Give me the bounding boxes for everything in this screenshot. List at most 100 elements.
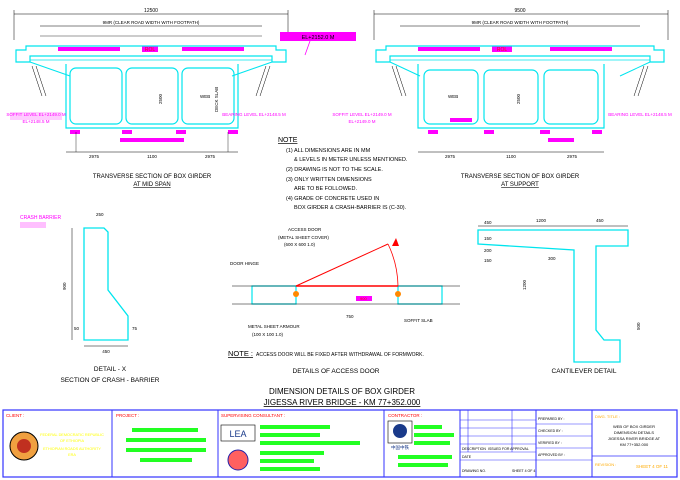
cant-dim-tall: 1200 [522, 279, 527, 290]
cant-dim-top-2: 450 [596, 218, 604, 223]
revision-label: REVISION : [595, 462, 616, 467]
section-mid-span: 12500 9MR (CLEAR ROAD WIDTH WITH FOOTPAT… [6, 8, 356, 188]
role-verified: VERIFIED BY : [538, 441, 562, 445]
support-dim-2: 1100 [506, 154, 516, 159]
contractor-logo-text: 中国中铁 [391, 444, 409, 451]
section-support: 9500 9MR (CLEAR ROAD WIDTH WITH FOOTPATH… [332, 8, 672, 188]
consultant-logo-text: LEA [229, 429, 246, 439]
client-label: CLIENT : [6, 413, 24, 418]
access-door-detail: ACCESS DOOR (METAL SHEET COVER) (600 X 6… [228, 227, 460, 375]
note-line-2: & LEVELS IN METER UNLESS MENTIONED. [294, 157, 408, 163]
client-text-3: ETHIOPIAN ROADS AUTHORITY [43, 447, 101, 451]
drawing-title-line-2: JIGESSA RIVER BRIDGE - KM 77+352.000 [264, 398, 421, 407]
door-armour-label-2: (100 X 100 1.0) [252, 332, 284, 337]
mid-dim-2: 1100 [147, 154, 157, 159]
support-overall-dim: 9500 [514, 8, 525, 14]
sheet-info: SHEET 4 OF 4 [512, 469, 535, 473]
note-line-4: (3) ONLY WRITTEN DIMENSIONS [286, 177, 372, 183]
client-text-1: FEDERAL DEMOCRATIC REPUBLIC [40, 433, 104, 437]
dwg-title-3: JIGESSA RIVER BRIDGE AT [608, 436, 661, 441]
mid-dim-3: 2975 [205, 154, 216, 159]
mid-overall-dim: 12500 [144, 8, 158, 14]
role-checked: CHECKED BY : [538, 429, 563, 433]
title-block: CLIENT : FEDERAL DEMOCRATIC REPUBLIC OF … [2, 409, 678, 478]
door-note-head: NOTE : [228, 349, 253, 358]
cant-dim-left-3: 200 [484, 248, 492, 253]
detail-x: CRASH BARRIER 250 900 50 75 450 DETAIL -… [20, 212, 160, 384]
door-dim: 750 [346, 314, 354, 319]
mid-deck-label: DECK SLAB [214, 87, 219, 112]
door-label: ACCESS DOOR [288, 227, 322, 232]
client-text-2: OF ETHIOPIA [60, 439, 85, 443]
note-line-7: BOX GIRDER & CRASH-BARRIER IS (C-30). [294, 205, 407, 211]
support-dim-1: 2975 [445, 154, 456, 159]
door-hinge-label: DOOR HINGE [230, 261, 259, 266]
door-title: DETAILS OF ACCESS DOOR [293, 368, 380, 375]
mid-soffit-label: SOFFIT LEVEL EL+2149.0 M [6, 112, 65, 117]
drawing-title-line-1: DIMENSION DETAILS OF BOX GIRDER [269, 387, 415, 396]
door-soffit-label: SOFFIT SLAB [404, 318, 433, 323]
support-title-2: AT SUPPORT [501, 182, 539, 188]
drawing-title: DIMENSION DETAILS OF BOX GIRDER JIGESSA … [264, 387, 421, 407]
client-text-4: ERA [68, 453, 76, 457]
contractor-label: CONTRACTOR : [388, 413, 422, 418]
mid-elevation-badge [280, 32, 356, 41]
note-line-3: (2) DRAWING IS NOT TO THE SCALE. [286, 167, 383, 173]
drawing-no-label: DRAWING NO. [462, 469, 486, 473]
detail-x-dim-top: 250 [96, 212, 104, 217]
note-heading: NOTE [278, 137, 298, 144]
date-label: DATE [462, 455, 472, 459]
support-road-width: 9MR (CLEAR ROAD WIDTH WITH FOOTPATH) [472, 20, 569, 25]
mid-title-1: TRANSVERSE SECTION OF BOX GIRDER [93, 174, 212, 180]
detail-x-dim-base: 450 [102, 349, 110, 354]
mid-depth-label: 2500 [158, 93, 163, 104]
svg-text:EL+2149.0 M: EL+2149.0 M [349, 119, 376, 124]
role-prepared: PREPARED BY : [538, 417, 565, 421]
mid-title-2: AT MID SPAN [133, 182, 170, 188]
cant-dim-left-4: 150 [484, 258, 492, 263]
revision-desc-hdr: DESCRIPTION [462, 447, 486, 451]
door-armour-label-1: METAL SHEET ARMOUR [248, 324, 300, 329]
support-web-label: WEB [448, 94, 458, 99]
detail-x-label: CRASH BARRIER [20, 215, 62, 221]
detail-x-dim-a: 50 [74, 326, 80, 331]
svg-text:EL+2148.5 M: EL+2148.5 M [23, 119, 50, 124]
support-rol-label: ROL [497, 47, 508, 53]
detail-x-title-1: DETAIL - X [94, 366, 127, 373]
note-line-5: ARE TO BE FOLLOWED. [294, 186, 358, 192]
mid-dim-1: 2975 [89, 154, 100, 159]
detail-x-title-2: SECTION OF CRASH - BARRIER [61, 377, 160, 384]
cant-dim-low: 500 [636, 322, 641, 330]
revision-issued-hdr: ISSUED FOR APPROVAL [488, 447, 529, 451]
consultant-label: SUPERVISING CONSULTANT : [221, 413, 285, 418]
cant-dim-side: 300 [548, 256, 556, 261]
note-line-6: (4) GRADE OF CONCRETE USED IN [286, 196, 379, 202]
cant-dim-left-1: 450 [484, 220, 492, 225]
dwg-title-4: KM 77+352.000 [620, 442, 649, 447]
role-approved: APPROVED BY : [538, 453, 565, 457]
general-notes: NOTE (1) ALL DIMENSIONS ARE IN MM & LEVE… [278, 137, 408, 211]
support-dim-3: 2975 [567, 154, 578, 159]
door-size-label: (600 X 600 1.0) [284, 242, 316, 247]
door-plate-label: (METAL SHEET COVER) [278, 235, 329, 240]
support-title-1: TRANSVERSE SECTION OF BOX GIRDER [461, 174, 580, 180]
note-line-1: (1) ALL DIMENSIONS ARE IN MM [286, 148, 371, 154]
mid-bearing-label: BEARING LEVEL EL+2148.5 M [222, 112, 286, 117]
dwg-title-2: DIMENSION DETAILS [614, 430, 654, 435]
support-depth-label: 2500 [516, 93, 521, 104]
door-tag: 900 [360, 296, 367, 301]
project-label: PROJECT : [116, 413, 139, 418]
door-note: ACCESS DOOR WILL BE FIXED AFTER WITHDRAW… [256, 352, 424, 358]
sheet-label: SHEET 4 OF 11 [636, 464, 669, 469]
cant-dim-left-2: 150 [484, 236, 492, 241]
support-bearing-label: BEARING LEVEL EL+2148.5 M [608, 112, 672, 117]
cantilever-detail: 1200 450 450 150 200 150 300 1200 500 CA… [477, 218, 641, 375]
cant-dim-top-1: 1200 [536, 218, 547, 223]
detail-x-dim-height: 900 [62, 282, 67, 290]
support-soffit-label: SOFFIT LEVEL EL+2149.0 M [332, 112, 391, 117]
mid-road-width: 9MR (CLEAR ROAD WIDTH WITH FOOTPATH) [103, 20, 200, 25]
dwg-title-label: DWG. TITLE : [595, 414, 620, 419]
consultant-logo [220, 424, 256, 442]
mid-web-label: WEB [200, 94, 210, 99]
